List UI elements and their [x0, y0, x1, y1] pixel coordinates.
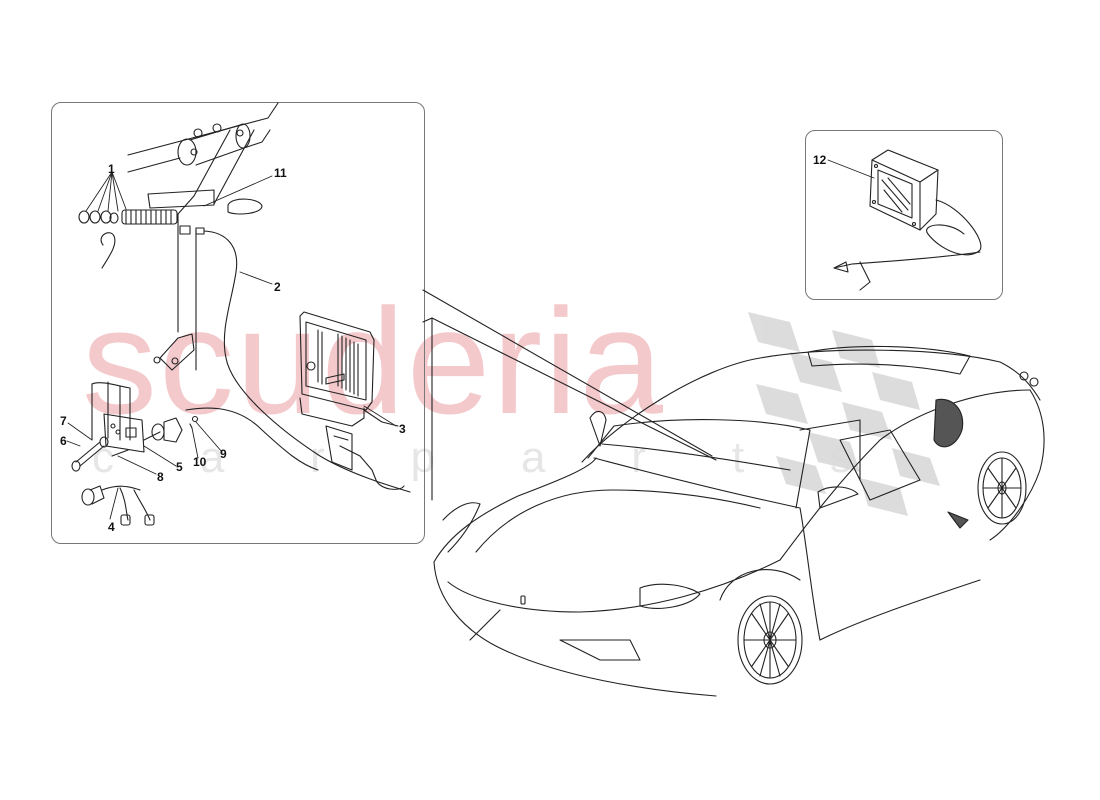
callout-1: 1: [108, 162, 115, 176]
part-4-harness: [81, 485, 155, 526]
inset-accessory-box: [805, 130, 1003, 300]
frame-tube: [127, 102, 279, 371]
part-7-washer: [99, 436, 109, 448]
part-1-threaded-rod: [78, 198, 263, 269]
callout-8: 8: [157, 470, 164, 484]
watermark-letter: a: [521, 433, 546, 482]
callout-3: 3: [399, 422, 406, 436]
callout-10: 10: [193, 455, 207, 469]
inset-leader-lines: [422, 289, 717, 501]
part-12-accessory-box: [833, 149, 982, 291]
part-5-bracket: [91, 381, 199, 453]
callout-9: 9: [220, 447, 227, 461]
callout-leaders: [66, 159, 875, 520]
part-2-cable: [185, 230, 411, 493]
watermark-letter: t: [731, 433, 745, 482]
callout-7: 7: [60, 414, 67, 428]
inset-main-assembly: [51, 102, 425, 544]
callout-11: 11: [274, 166, 287, 180]
part-3-ecu: [299, 311, 405, 490]
callout-12: 12: [813, 153, 827, 167]
callout-2: 2: [274, 280, 281, 294]
car-line-drawing: [433, 345, 1045, 697]
watermark-letter: p: [410, 433, 436, 482]
callout-4: 4: [108, 520, 115, 534]
part-8-screw: [111, 449, 129, 457]
callout-6: 6: [60, 434, 67, 448]
watermark-letter: a: [199, 433, 225, 482]
part-6-bolt: [71, 441, 105, 472]
callout-5: 5: [176, 460, 183, 474]
